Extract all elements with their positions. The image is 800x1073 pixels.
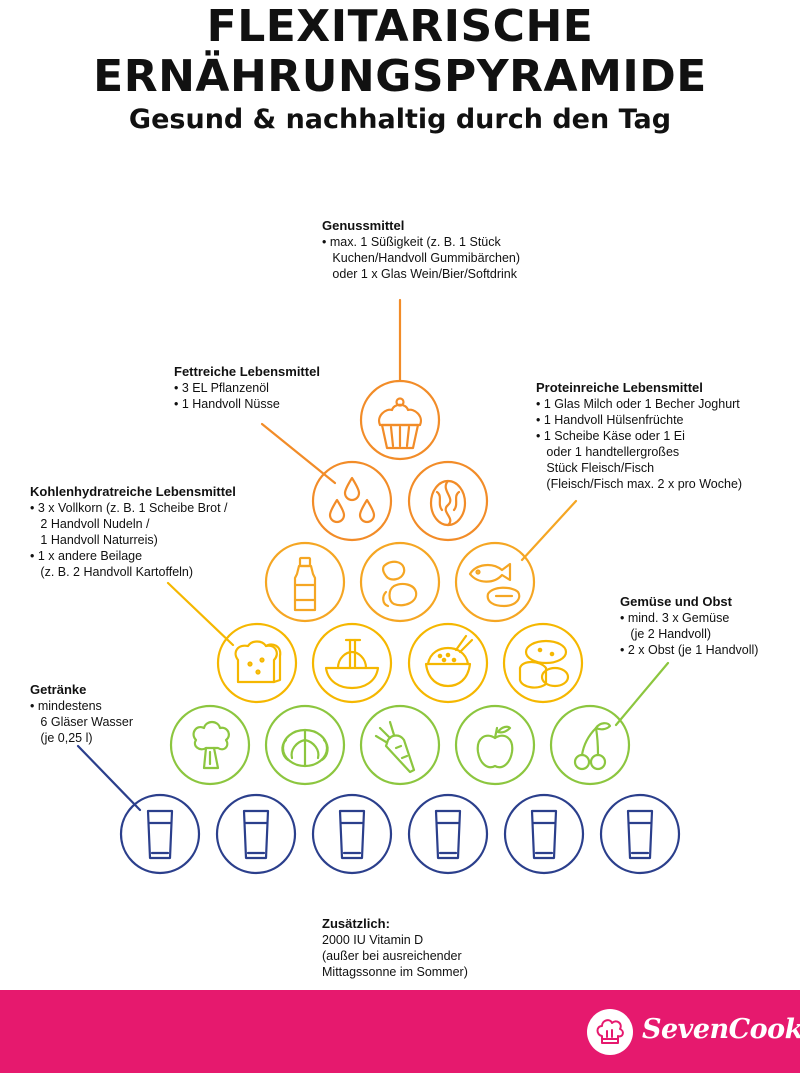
- group-item: (je 2 Handvoll): [620, 627, 712, 641]
- circle-fish-steak: [454, 541, 536, 623]
- brand-logo-text[interactable]: SevenCooks: [642, 1014, 800, 1045]
- water-glass-icon: [626, 809, 654, 860]
- walnut-icon: [429, 479, 467, 527]
- nuts-icon: [381, 560, 418, 608]
- group-item: (z. B. 2 Handvoll Kartoffeln): [30, 565, 194, 579]
- fish-steak-icon: [468, 562, 521, 608]
- group-genussmittel: Genussmittel • max. 1 Süßigkeit (z. B. 1…: [322, 218, 520, 282]
- group-kohlenhydratreiche: Kohlenhydratreiche Lebensmittel • 3 x Vo…: [30, 484, 236, 580]
- group-item: • 1 x andere Beilage: [30, 549, 143, 563]
- group-item: • 3 EL Pflanzenöl: [174, 381, 269, 395]
- group-item: • 3 x Vollkorn (z. B. 1 Scheibe Brot /: [30, 501, 228, 515]
- group-item: Stück Fleisch/Fisch: [536, 461, 655, 475]
- potatoes-icon: [518, 639, 570, 689]
- circle-nuts: [359, 541, 441, 623]
- group-item: • 1 Handvoll Hülsenfrüchte: [536, 413, 684, 427]
- group-gemuese-obst: Gemüse und Obst • mind. 3 x Gemüse (je 2…: [620, 594, 758, 658]
- circle-potatoes: [502, 622, 584, 704]
- circle-broccoli: [169, 704, 251, 786]
- group-item: 1 Handvoll Naturreis): [30, 533, 158, 547]
- page-subtitle: Gesund & nachhaltig durch den Tag: [128, 104, 672, 135]
- group-heading: Fettreiche Lebensmittel: [174, 364, 320, 379]
- group-heading: Kohlenhydratreiche Lebensmittel: [30, 484, 236, 499]
- circle-carrot: [359, 704, 441, 786]
- connector-kohlen: [166, 581, 235, 647]
- group-item: 6 Gläser Wasser: [30, 715, 134, 729]
- chef-hat-icon: [587, 1009, 633, 1055]
- connector-fett: [260, 422, 337, 485]
- group-getraenke: Getränke • mindestens 6 Gläser Wasser (j…: [30, 682, 133, 746]
- additional-note: Zusätzlich: 2000 IU Vitamin D (außer bei…: [322, 916, 468, 980]
- bread-icon: [234, 640, 282, 684]
- connector-gemuese: [614, 661, 670, 727]
- circle-water-5: [503, 793, 585, 875]
- group-item: oder 1 handtellergroßes: [536, 445, 680, 459]
- circle-oil-bottle: [264, 541, 346, 623]
- additional-heading: Zusätzlich:: [322, 916, 390, 931]
- water-glass-icon: [434, 809, 462, 860]
- group-item: • 1 Glas Milch oder 1 Becher Joghurt: [536, 397, 740, 411]
- group-heading: Genussmittel: [322, 218, 405, 233]
- page-title-line1: FLEXITARISCHE: [206, 1, 594, 52]
- pyramid-diagram: [76, 298, 681, 875]
- group-heading: Gemüse und Obst: [620, 594, 732, 609]
- circle-water-3: [311, 793, 393, 875]
- rice-bowl-icon: [424, 634, 474, 688]
- connector-protein: [520, 499, 578, 562]
- cupcake-icon: [378, 397, 422, 450]
- connector-getraenke: [76, 744, 142, 812]
- circle-water-1: [119, 793, 201, 875]
- group-fettreiche: Fettreiche Lebensmittel • 3 EL Pflanzenö…: [174, 364, 320, 412]
- footer-bar: [0, 990, 800, 1073]
- cherries-icon: [573, 722, 612, 771]
- apple-icon: [476, 725, 514, 769]
- carrot-icon: [374, 720, 416, 774]
- group-item: oder 1 x Glas Wein/Bier/Softdrink: [322, 267, 517, 281]
- group-heading: Getränke: [30, 682, 87, 697]
- circle-water-4: [407, 793, 489, 875]
- group-item: • 2 x Obst (je 1 Handvoll): [620, 643, 759, 657]
- group-item: (Fleisch/Fisch max. 2 x pro Woche): [536, 477, 743, 491]
- group-item: Kuchen/Handvoll Gummibärchen): [322, 251, 521, 265]
- additional-line: Mittagssonne im Sommer): [322, 965, 468, 979]
- oil-bottle-icon: [293, 556, 317, 612]
- water-glass-icon: [530, 809, 558, 860]
- page-title-line2: ERNÄHRUNGSPYRAMIDE: [93, 51, 707, 102]
- group-item: • mindestens: [30, 699, 102, 713]
- circle-water-2: [215, 793, 297, 875]
- circle-walnut: [407, 460, 489, 542]
- circle-rice-bowl: [407, 622, 489, 704]
- additional-line: (außer bei ausreichender: [322, 949, 462, 963]
- circle-cherries: [549, 704, 631, 786]
- circle-apple: [454, 704, 536, 786]
- circle-oil-drops: [311, 460, 393, 542]
- oil-drops-icon: [328, 476, 376, 524]
- pasta-icon: [324, 638, 380, 690]
- group-item: 2 Handvoll Nudeln /: [30, 517, 150, 531]
- water-glass-icon: [146, 809, 174, 860]
- group-item: • max. 1 Süßigkeit (z. B. 1 Stück: [322, 235, 501, 249]
- group-heading: Proteinreiche Lebensmittel: [536, 380, 703, 395]
- group-item: • 1 Scheibe Käse oder 1 Ei: [536, 429, 685, 443]
- water-glass-icon: [338, 809, 366, 860]
- circle-cupcake: [359, 379, 441, 461]
- circle-bread: [216, 622, 298, 704]
- circle-pasta: [311, 622, 393, 704]
- cabbage-icon: [281, 728, 329, 768]
- broccoli-icon: [192, 720, 230, 770]
- additional-line: 2000 IU Vitamin D: [322, 933, 424, 947]
- circle-water-6: [599, 793, 681, 875]
- water-glass-icon: [242, 809, 270, 860]
- group-item: (je 0,25 l): [30, 731, 93, 745]
- group-proteinreiche: Proteinreiche Lebensmittel • 1 Glas Milc…: [536, 380, 742, 492]
- group-item: • mind. 3 x Gemüse: [620, 611, 730, 625]
- group-item: • 1 Handvoll Nüsse: [174, 397, 280, 411]
- circle-cabbage: [264, 704, 346, 786]
